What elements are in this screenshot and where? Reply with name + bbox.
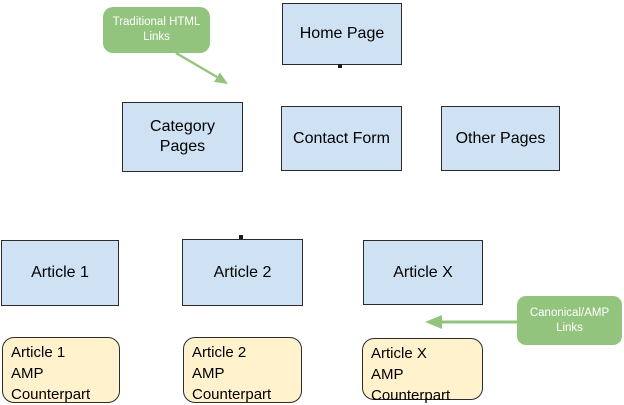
connector-stub <box>338 64 342 68</box>
node-article-2-amp-counterpart: Article 2 AMP Counterpart <box>183 337 302 403</box>
node-article-x-amp-counterpart: Article X AMP Counterpart <box>362 338 483 404</box>
traditional-html-links-arrow-icon <box>175 51 228 84</box>
node-article-x: Article X <box>363 240 483 305</box>
node-other-pages: Other Pages <box>441 106 560 171</box>
node-article-2: Article 2 <box>182 239 303 306</box>
node-category-pages: Category Pages <box>122 102 243 172</box>
node-contact-form: Contact Form <box>281 106 402 171</box>
node-article-1: Article 1 <box>1 240 119 306</box>
annotation-canonical-amp-links: Canonical/AMP Links <box>517 296 622 345</box>
connector-stub <box>239 235 243 239</box>
canonical-amp-links-arrow-icon <box>425 315 517 329</box>
node-home-page: Home Page <box>282 3 402 65</box>
node-article-1-amp-counterpart: Article 1 AMP Counterpart <box>2 337 120 403</box>
annotation-traditional-html-links: Traditional HTML Links <box>103 7 210 53</box>
